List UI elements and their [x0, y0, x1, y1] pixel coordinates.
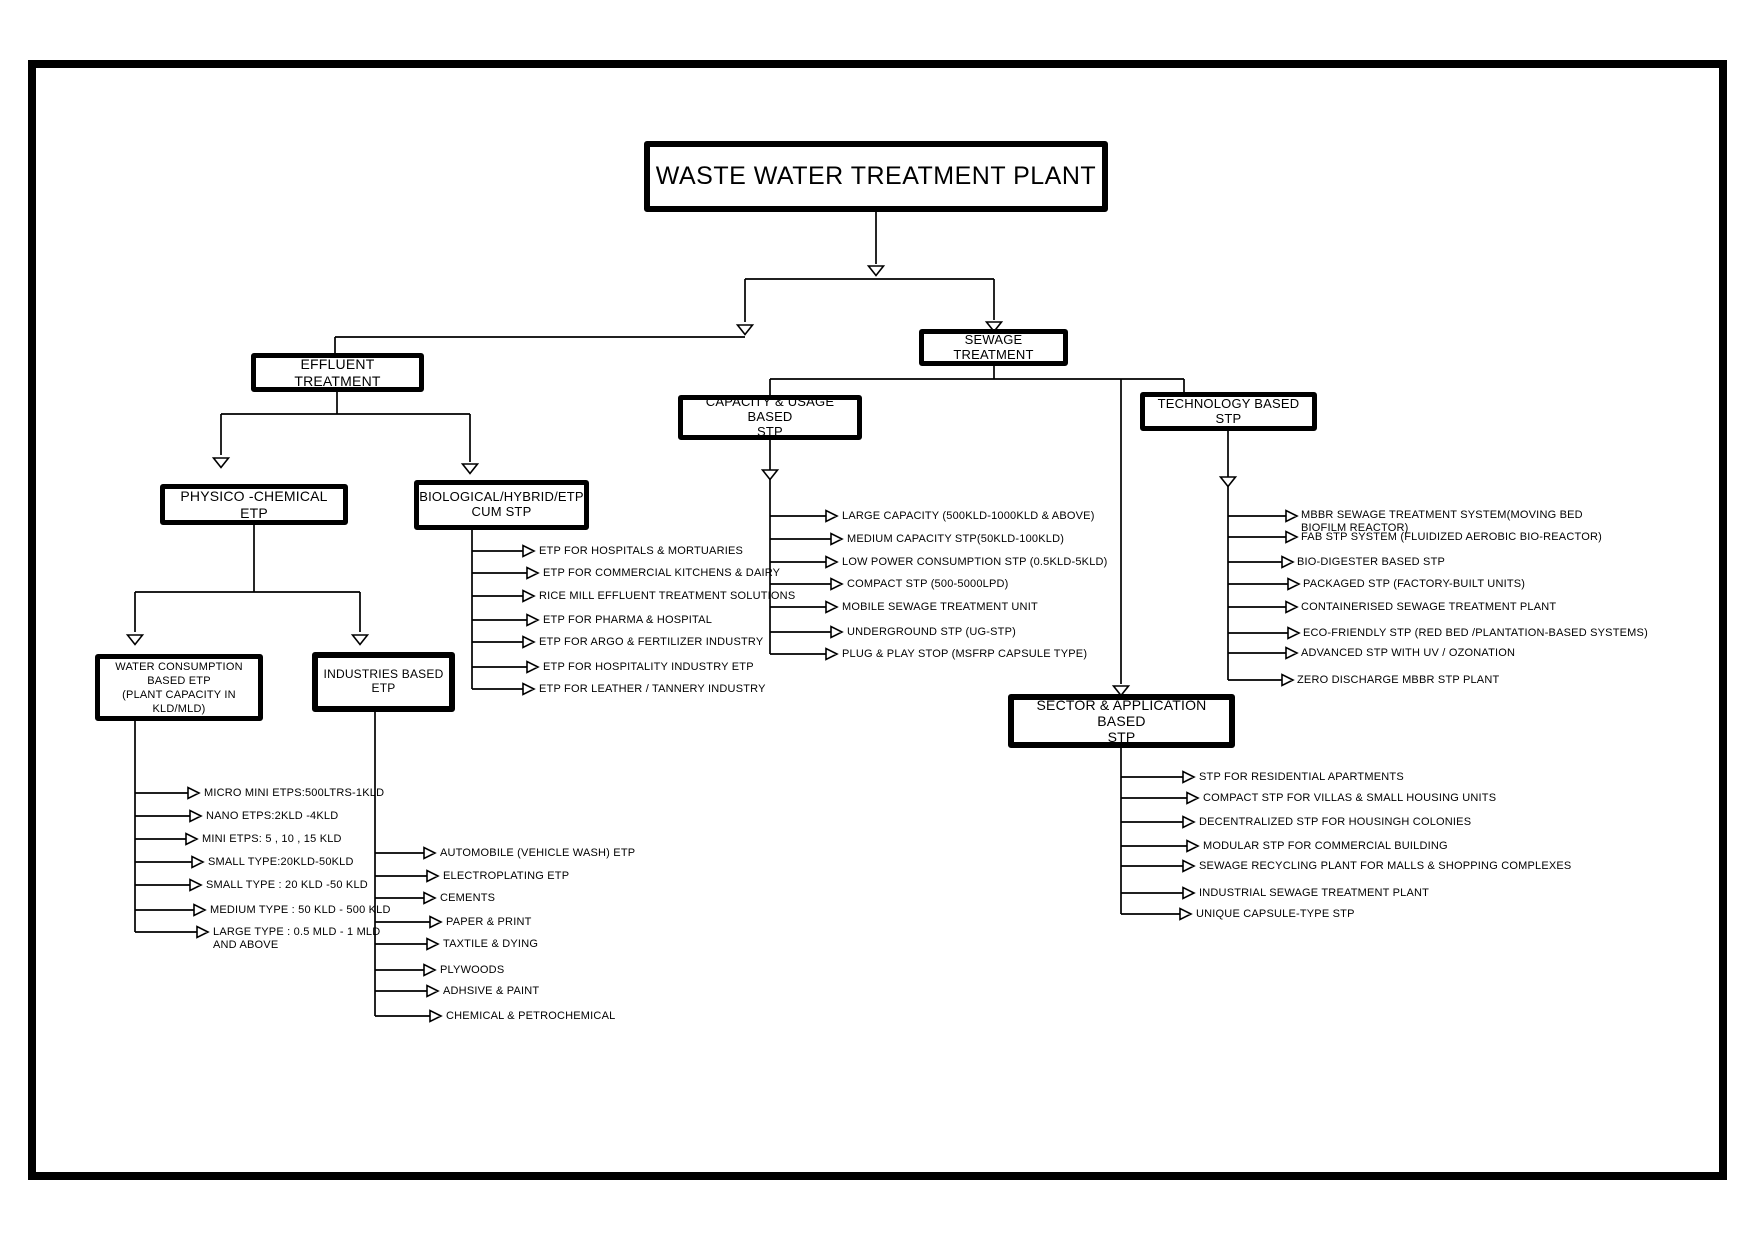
trunk-lines — [134, 212, 1229, 1016]
page-title: WASTE WATER TREATMENT PLANT — [655, 162, 1097, 191]
down-arrowheads — [125, 265, 1238, 697]
list-item: COMPACT STP FOR VILLAS & SMALL HOUSING U… — [1203, 792, 1497, 804]
list-item: PACKAGED STP (FACTORY-BUILT UNITS) — [1303, 578, 1526, 590]
list-item: ADHSIVE & PAINT — [443, 985, 540, 997]
node-biological-hybrid-etp-cum-stp: BIOLOGICAL/HYBRID/ETP CUM STP — [414, 480, 589, 530]
list-item: INDUSTRIAL SEWAGE TREATMENT PLANT — [1199, 887, 1430, 899]
list-item: PLUG & PLAY STOP (MSFRP CAPSULE TYPE) — [842, 648, 1088, 660]
list-item: CONTAINERISED SEWAGE TREATMENT PLANT — [1301, 601, 1557, 613]
node-label: STP — [757, 423, 783, 439]
node-label: INDUSTRIES BASED — [323, 667, 444, 682]
list-item: PLYWOODS — [440, 964, 505, 976]
list-item: ETP FOR PHARMA & HOSPITAL — [543, 614, 713, 626]
node-label: BIOLOGICAL/HYBRID/ETP — [419, 489, 584, 505]
node-physico-chemical-etp: PHYSICO -CHEMICAL ETP — [160, 484, 348, 525]
node-label: KLD/MLD) — [152, 702, 206, 715]
list-item: MODULAR STP FOR COMMERCIAL BUILDING — [1203, 840, 1448, 852]
list-item: MEDIUM CAPACITY STP(50KLD-100KLD) — [847, 533, 1065, 545]
right-arrowheads — [185, 509, 1301, 1023]
list-item: BIO-DIGESTER BASED STP — [1297, 556, 1446, 568]
node-sector-application-based-stp: SECTOR & APPLICATION BASED STP — [1008, 694, 1235, 748]
list-item: COMPACT STP (500-5000LPD) — [847, 578, 1009, 590]
list-item: ELECTROPLATING ETP — [443, 870, 570, 882]
node-label: TECHNOLOGY BASED STP — [1157, 395, 1300, 426]
list-item: DECENTRALIZED STP FOR HOUSINGH COLONIES — [1199, 816, 1472, 828]
node-label: EFFLUENT TREATMENT — [294, 356, 381, 389]
node-industries-based-etp: INDUSTRIES BASED ETP — [312, 652, 455, 712]
list-item: ZERO DISCHARGE MBBR STP PLANT — [1297, 674, 1500, 686]
list-item: ETP FOR ARGO & FERTILIZER INDUSTRY — [539, 636, 764, 648]
list-item: STP FOR RESIDENTIAL APARTMENTS — [1199, 771, 1404, 783]
node-label: PHYSICO -CHEMICAL ETP — [180, 488, 328, 521]
node-label: ETP — [371, 681, 396, 695]
list-item: FAB STP SYSTEM (FLUIDIZED AEROBIC BIO-RE… — [1301, 531, 1602, 543]
list-item: ECO-FRIENDLY STP (RED BED /PLANTATION-BA… — [1303, 627, 1648, 639]
list-item: CEMENTS — [440, 892, 496, 904]
node-label: STP — [1107, 729, 1136, 746]
node-label: CUM STP — [471, 504, 532, 519]
node-technology-based-stp: TECHNOLOGY BASED STP — [1140, 392, 1317, 431]
node-capacity-usage-based-stp: CAPACITY & USAGE BASED STP — [678, 394, 862, 440]
node-effluent-treatment: EFFLUENT TREATMENT — [251, 353, 424, 392]
list-item: UNDERGROUND STP (UG-STP) — [847, 626, 1016, 638]
list-item: UNIQUE CAPSULE-TYPE STP — [1196, 908, 1355, 920]
node-label: SECTOR & APPLICATION BASED — [1036, 696, 1207, 729]
list-item: LARGE CAPACITY (500KLD-1000KLD & ABOVE) — [842, 510, 1095, 522]
list-item: ETP FOR COMMERCIAL KITCHENS & DAIRY — [543, 567, 781, 579]
node-title: WASTE WATER TREATMENT PLANT — [644, 141, 1108, 212]
node-label: WATER CONSUMPTION — [115, 660, 243, 673]
list-item: SMALL TYPE:20KLD-50KLD — [208, 856, 354, 868]
list-item: MEDIUM TYPE : 50 KLD - 500 KLD — [210, 904, 391, 916]
list-item: LOW POWER CONSUMPTION STP (0.5KLD-5KLD) — [842, 556, 1108, 568]
list-item: TAXTILE & DYING — [443, 938, 539, 950]
list-item: ETP FOR LEATHER / TANNERY INDUSTRY — [539, 683, 766, 695]
list-item: PAPER & PRINT — [446, 916, 532, 928]
list-item: ADVANCED STP WITH UV / OZONATION — [1301, 647, 1516, 659]
list-item: RICE MILL EFFLUENT TREATMENT SOLUTIONS — [539, 590, 796, 602]
list-item: CHEMICAL & PETROCHEMICAL — [446, 1010, 616, 1022]
list-item: SMALL TYPE : 20 KLD -50 KLD — [206, 879, 368, 891]
list-item: MINI ETPS: 5 , 10 , 15 KLD — [202, 833, 342, 845]
node-label: (PLANT CAPACITY IN — [122, 688, 236, 701]
node-label: CAPACITY & USAGE BASED — [705, 394, 835, 425]
list-item: NANO ETPS:2KLD -4KLD — [206, 810, 339, 822]
node-label: BASED ETP — [147, 674, 211, 687]
list-item: MICRO MINI ETPS:500LTRS-1KLD — [204, 787, 385, 799]
list-item: ETP FOR HOSPITALS & MORTUARIES — [539, 545, 744, 557]
list-item: LARGE TYPE : 0.5 MLD - 1 MLD AND ABOVE — [213, 926, 381, 951]
list-item: SEWAGE RECYCLING PLANT FOR MALLS & SHOPP… — [1199, 860, 1572, 872]
list-item: MBBR SEWAGE TREATMENT SYSTEM(MOVING BED … — [1301, 509, 1583, 534]
list-item: AUTOMOBILE (VEHICLE WASH) ETP — [440, 847, 636, 859]
node-label: SEWAGE TREATMENT — [953, 331, 1034, 362]
list-item: ETP FOR HOSPITALITY INDUSTRY ETP — [543, 661, 754, 673]
node-water-consumption-based-etp: WATER CONSUMPTION BASED ETP (PLANT CAPAC… — [95, 654, 263, 721]
node-sewage-treatment: SEWAGE TREATMENT — [919, 329, 1068, 366]
page-border — [28, 60, 1727, 1180]
list-item: MOBILE SEWAGE TREATMENT UNIT — [842, 601, 1038, 613]
branch-lines — [135, 515, 1288, 1017]
